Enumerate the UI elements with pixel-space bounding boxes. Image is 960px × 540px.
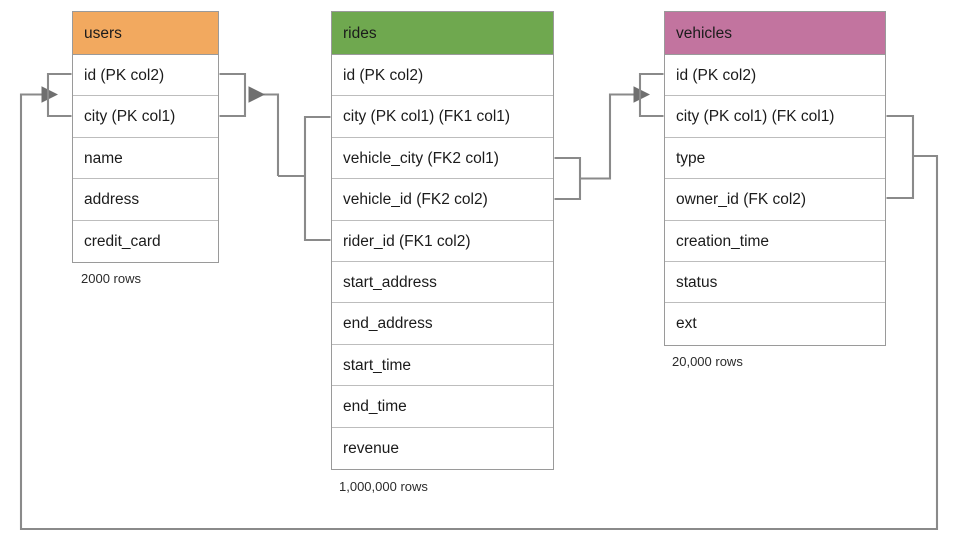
table-row[interactable]: end_address bbox=[332, 303, 553, 345]
table-row[interactable]: city (PK col1) (FK col1) bbox=[665, 96, 885, 138]
table-row[interactable]: address bbox=[73, 179, 218, 221]
table-row[interactable]: city (PK col1) bbox=[73, 96, 218, 138]
table-header-users: users bbox=[73, 12, 218, 55]
table-row[interactable]: creation_time bbox=[665, 220, 885, 262]
table-row[interactable]: type bbox=[665, 137, 885, 180]
table-row[interactable]: id (PK col2) bbox=[665, 55, 885, 97]
table-row[interactable]: status bbox=[665, 261, 885, 304]
table-row[interactable]: ext bbox=[665, 303, 885, 345]
table-row[interactable]: id (PK col2) bbox=[73, 55, 218, 97]
table-row[interactable]: start_address bbox=[332, 261, 553, 304]
table-header-rides: rides bbox=[332, 12, 553, 55]
row-count-label-vehicles: 20,000 rows bbox=[672, 354, 743, 369]
connector-users-right-bracket bbox=[219, 72, 247, 118]
table-row[interactable]: id (PK col2) bbox=[332, 55, 553, 97]
connector-rides-to-users bbox=[248, 86, 331, 242]
row-count-label-users: 2000 rows bbox=[81, 271, 141, 286]
entity-table-users[interactable]: users id (PK col2) city (PK col1) name a… bbox=[72, 11, 219, 263]
table-row[interactable]: start_time bbox=[332, 344, 553, 387]
entity-table-rides[interactable]: rides id (PK col2) city (PK col1) (FK1 c… bbox=[331, 11, 554, 470]
connector-rides-to-vehicles bbox=[554, 72, 664, 201]
row-count-label-rides: 1,000,000 rows bbox=[339, 479, 428, 494]
entity-table-vehicles[interactable]: vehicles id (PK col2) city (PK col1) (FK… bbox=[664, 11, 886, 346]
table-row[interactable]: owner_id (FK col2) bbox=[665, 179, 885, 221]
table-header-vehicles: vehicles bbox=[665, 12, 885, 55]
table-row[interactable]: end_time bbox=[332, 386, 553, 428]
table-row[interactable]: revenue bbox=[332, 427, 553, 469]
table-row[interactable]: vehicle_city (FK2 col1) bbox=[332, 137, 553, 180]
table-row[interactable]: vehicle_id (FK2 col2) bbox=[332, 179, 553, 221]
table-row[interactable]: name bbox=[73, 137, 218, 180]
table-row[interactable]: credit_card bbox=[73, 220, 218, 262]
table-row[interactable]: rider_id (FK1 col2) bbox=[332, 220, 553, 262]
table-row[interactable]: city (PK col1) (FK1 col1) bbox=[332, 96, 553, 138]
